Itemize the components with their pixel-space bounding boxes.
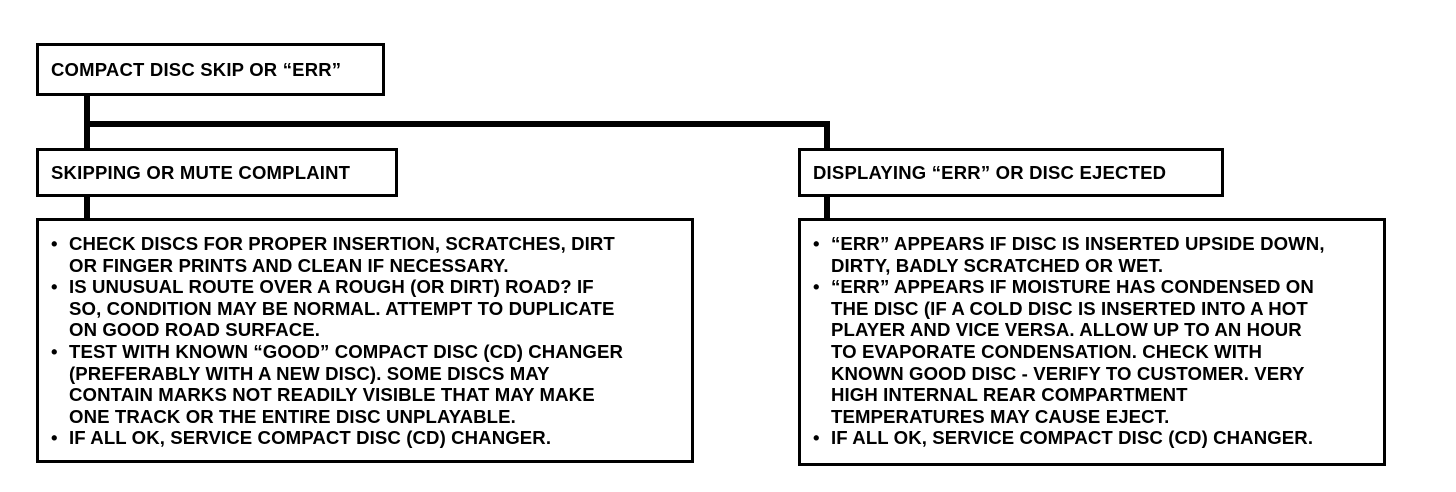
list-item: CHECK DISCS FOR PROPER INSERTION, SCRATC… (49, 233, 683, 276)
right-branch-node: DISPLAYING “ERR” OR DISC EJECTED (798, 148, 1224, 197)
connector-root-to-right (84, 121, 830, 151)
left-details-node: CHECK DISCS FOR PROPER INSERTION, SCRATC… (36, 218, 694, 463)
left-branch-title: SKIPPING OR MUTE COMPLAINT (51, 161, 351, 183)
right-details-node: “ERR” APPEARS IF DISC IS INSERTED UPSIDE… (798, 218, 1386, 466)
root-node-title: COMPACT DISC SKIP OR “ERR” (51, 58, 342, 80)
list-item: IF ALL OK, SERVICE COMPACT DISC (CD) CHA… (49, 427, 683, 449)
left-branch-node: SKIPPING OR MUTE COMPLAINT (36, 148, 398, 197)
left-details-list: CHECK DISCS FOR PROPER INSERTION, SCRATC… (49, 233, 683, 449)
list-item: IF ALL OK, SERVICE COMPACT DISC (CD) CHA… (811, 427, 1375, 449)
list-item: TEST WITH KNOWN “GOOD” COMPACT DISC (CD)… (49, 341, 683, 427)
list-item: IS UNUSUAL ROUTE OVER A ROUGH (OR DIRT) … (49, 276, 683, 341)
list-item: “ERR” APPEARS IF MOISTURE HAS CONDENSED … (811, 276, 1375, 427)
list-item: “ERR” APPEARS IF DISC IS INSERTED UPSIDE… (811, 233, 1375, 276)
right-details-list: “ERR” APPEARS IF DISC IS INSERTED UPSIDE… (811, 233, 1375, 449)
right-branch-title: DISPLAYING “ERR” OR DISC EJECTED (813, 161, 1167, 183)
root-node: COMPACT DISC SKIP OR “ERR” (36, 43, 385, 96)
